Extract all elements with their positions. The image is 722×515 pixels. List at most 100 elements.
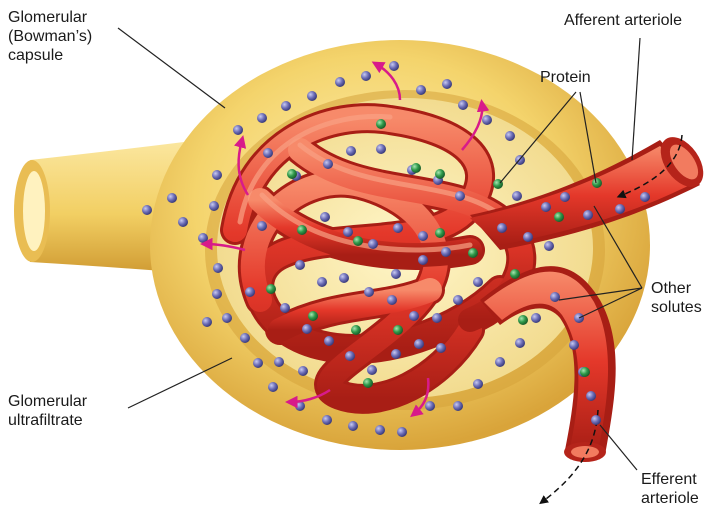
solute-particle xyxy=(541,202,551,212)
solute-particle xyxy=(348,421,358,431)
solute-particle xyxy=(213,263,223,273)
solute-particle xyxy=(453,401,463,411)
solute-particle xyxy=(339,273,349,283)
solute-particle xyxy=(391,269,401,279)
solute-particle xyxy=(442,79,452,89)
label-efferent-arteriole: Efferent arteriole xyxy=(641,470,699,508)
solute-particle xyxy=(531,313,541,323)
solute-particle xyxy=(441,247,451,257)
solute-particle xyxy=(345,351,355,361)
solute-particle xyxy=(375,425,385,435)
solute-particle xyxy=(640,192,650,202)
solute-particle xyxy=(202,317,212,327)
solute-particle xyxy=(453,295,463,305)
solute-particle xyxy=(523,232,533,242)
solute-particle xyxy=(376,144,386,154)
protein-particle xyxy=(308,311,318,321)
protein-particle xyxy=(411,163,421,173)
solute-particle xyxy=(389,61,399,71)
solute-particle xyxy=(515,338,525,348)
solute-particle xyxy=(212,289,222,299)
solute-particle xyxy=(142,205,152,215)
solute-particle xyxy=(497,223,507,233)
solute-particle xyxy=(280,303,290,313)
solute-particle xyxy=(367,365,377,375)
solute-particle xyxy=(591,415,601,425)
solute-particle xyxy=(302,324,312,334)
solute-particle xyxy=(240,333,250,343)
solute-particle xyxy=(436,343,446,353)
solute-particle xyxy=(495,357,505,367)
solute-particle xyxy=(432,313,442,323)
protein-particle xyxy=(376,119,386,129)
protein-particle xyxy=(287,169,297,179)
solute-particle xyxy=(222,313,232,323)
solute-particle xyxy=(209,201,219,211)
solute-particle xyxy=(274,357,284,367)
solute-particle xyxy=(257,221,267,231)
solute-particle xyxy=(268,382,278,392)
solute-particle xyxy=(416,85,426,95)
solute-particle xyxy=(167,193,177,203)
label-other-solutes: Other solutes xyxy=(651,279,702,317)
solute-particle xyxy=(425,401,435,411)
solute-particle xyxy=(298,366,308,376)
solute-particle xyxy=(409,311,419,321)
solute-particle xyxy=(583,210,593,220)
protein-particle xyxy=(554,212,564,222)
protein-particle xyxy=(297,225,307,235)
protein-particle xyxy=(510,269,520,279)
solute-particle xyxy=(295,260,305,270)
solute-particle xyxy=(387,295,397,305)
protein-particle xyxy=(266,284,276,294)
solute-particle xyxy=(346,146,356,156)
solute-particle xyxy=(482,115,492,125)
protein-particle xyxy=(363,378,373,388)
solute-particle xyxy=(512,191,522,201)
solute-particle xyxy=(335,77,345,87)
solute-particle xyxy=(455,191,465,201)
solute-particle xyxy=(281,101,291,111)
solute-particle xyxy=(414,339,424,349)
solute-particle xyxy=(560,192,570,202)
solute-particle xyxy=(458,100,468,110)
protein-particle xyxy=(518,315,528,325)
solute-particle xyxy=(397,427,407,437)
solute-particle xyxy=(320,212,330,222)
protein-particle xyxy=(435,228,445,238)
solute-particle xyxy=(307,91,317,101)
solute-particle xyxy=(343,227,353,237)
solute-particle xyxy=(393,223,403,233)
solute-particle xyxy=(324,336,334,346)
solute-particle xyxy=(361,71,371,81)
label-glomerular-capsule: Glomerular (Bowman’s) capsule xyxy=(8,8,92,65)
solute-particle xyxy=(615,204,625,214)
solute-particle xyxy=(317,277,327,287)
solute-particle xyxy=(253,358,263,368)
solute-particle xyxy=(368,239,378,249)
protein-particle xyxy=(435,169,445,179)
label-glomerular-ultrafiltrate: Glomerular ultrafiltrate xyxy=(8,392,87,430)
solute-particle xyxy=(323,159,333,169)
solute-particle xyxy=(364,287,374,297)
protein-particle xyxy=(351,325,361,335)
solute-particle xyxy=(569,340,579,350)
solute-particle xyxy=(257,113,267,123)
solute-particle xyxy=(198,233,208,243)
solute-particle xyxy=(544,241,554,251)
protein-particle xyxy=(393,325,403,335)
solute-particle xyxy=(473,277,483,287)
solute-particle xyxy=(550,292,560,302)
protein-particle xyxy=(353,236,363,246)
solute-particle xyxy=(418,255,428,265)
capsule-leader xyxy=(118,28,225,108)
solute-particle xyxy=(505,131,515,141)
solute-particle xyxy=(473,379,483,389)
protein-particle xyxy=(592,178,602,188)
solute-particle xyxy=(391,349,401,359)
solute-particle xyxy=(263,148,273,158)
solute-particle xyxy=(178,217,188,227)
solute-particle xyxy=(233,125,243,135)
protein-particle xyxy=(468,248,478,258)
